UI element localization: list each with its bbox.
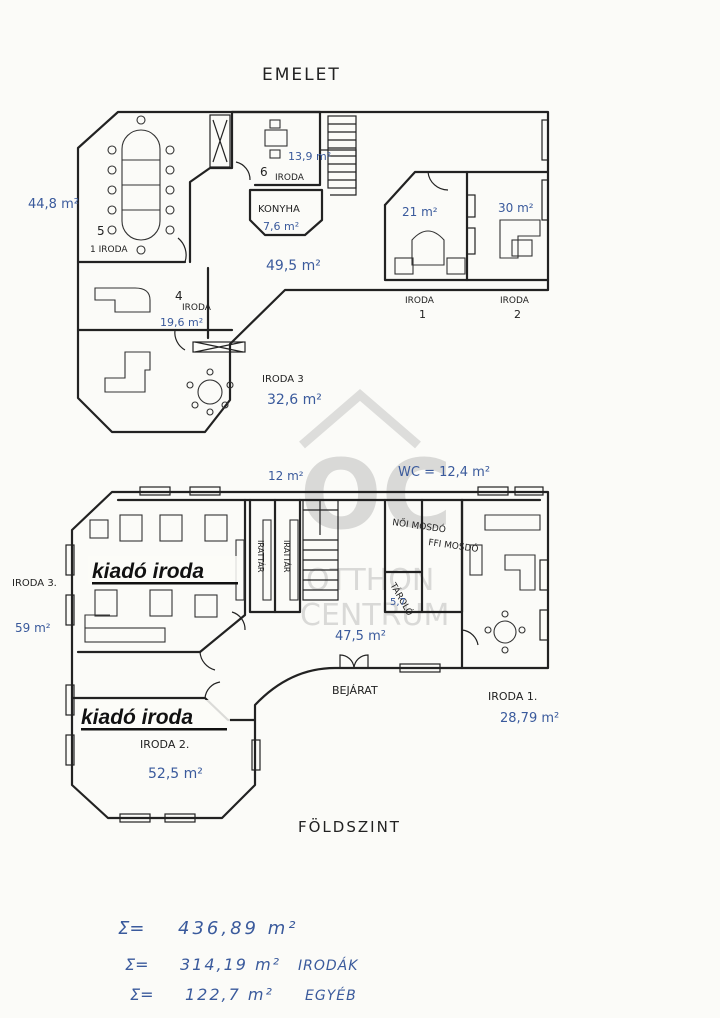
ground-floor-furniture (84, 514, 541, 699)
upper-room-6: 6 13,9 m² IRODA (260, 150, 331, 183)
room-area: 32,6 m² (267, 392, 322, 408)
otthon-centrum-watermark: OC OTTHON CENTRUM (299, 389, 452, 633)
ffi-mosdo-label: FFI MOSDÓ (428, 536, 480, 555)
upper-floor-title: EMELET (262, 65, 341, 85)
room-number: 4 (175, 289, 183, 303)
room-label: IRODA (182, 303, 212, 313)
ground-stairs (302, 499, 339, 601)
watermark-mark: OC (300, 439, 452, 551)
upper-floor-walls (76, 110, 550, 434)
total-symbol: Σ= (130, 985, 154, 1004)
room-number: 6 (260, 165, 268, 179)
room-area: 28,79 m² (500, 711, 559, 726)
ground-wc-area: WC = 12,4 m² (398, 465, 490, 480)
room-area: 19,6 m² (160, 316, 203, 329)
total-row: Σ= 122,7 m² EGYÉB (130, 985, 357, 1004)
room-label: KONYHA (258, 204, 300, 215)
upper-room-5: 5 1 IRODA 44,8 m² (28, 197, 128, 255)
area-totals: Σ= 436,89 m² Σ= 314,19 m² IRODÁK Σ= 122,… (118, 918, 359, 1004)
room-area: 30 m² (498, 201, 534, 215)
total-row: Σ= 436,89 m² (118, 918, 298, 939)
upper-room-2: 30 m² IRODA 2 (498, 201, 534, 321)
irattar-label-1: IRATTÁR (256, 540, 267, 573)
upper-room-3: IRODA 3 32,6 m² (262, 374, 322, 408)
room-number: 5 (97, 224, 105, 238)
ground-stair-area: 12 m² (268, 469, 304, 483)
room-label: IRODA 2. (140, 738, 189, 751)
room-label: IRODA 3. (12, 578, 57, 589)
room-label: IRODA (500, 296, 530, 306)
total-note: IRODÁK (298, 957, 359, 974)
ground-office-2: kiadó iroda IRODA 2. 52,5 m² (78, 700, 230, 782)
room-area: 59 m² (15, 621, 51, 635)
total-value: 122,7 m² (185, 985, 274, 1004)
upper-floor-furniture (94, 115, 541, 416)
room-area: 52,5 m² (148, 766, 203, 782)
room-label: IRODA 1. (488, 690, 537, 703)
ground-office-3: IRODA 3. 59 m² kiadó iroda (12, 556, 242, 635)
for-rent-callout: kiadó iroda (92, 560, 204, 583)
room-label: IRODA 3 (262, 374, 304, 385)
room-number: 2 (514, 308, 521, 321)
room-number: 1 (419, 308, 426, 321)
room-area: 13,9 m² (288, 150, 331, 163)
total-symbol: Σ= (118, 918, 144, 939)
total-value: 314,19 m² (180, 955, 281, 974)
entrance-label: BEJÁRAT (332, 684, 378, 697)
room-label: 1 IRODA (90, 245, 128, 255)
ground-hall-area: 47,5 m² (335, 629, 386, 644)
for-rent-callout: kiadó iroda (81, 706, 193, 729)
ground-floor-walls (65, 486, 550, 823)
irattar-label-2: IRATTÁR (282, 540, 293, 573)
upper-room-1: 21 m² IRODA 1 (402, 205, 438, 321)
room-area: 44,8 m² (28, 197, 79, 212)
tarolo-area: 5,7 (390, 597, 406, 608)
room-label: IRODA (275, 173, 305, 183)
watermark-line2: CENTRUM (300, 598, 449, 633)
ground-irattar: IRATTÁR IRATTÁR (256, 540, 293, 573)
room-area: 7,6 m² (263, 220, 299, 233)
upper-stairs (320, 115, 357, 196)
ground-office-1: IRODA 1. 28,79 m² (488, 690, 559, 726)
room-area: 21 m² (402, 205, 438, 219)
total-value: 436,89 m² (178, 918, 298, 939)
upper-hall-area: 49,5 m² (266, 258, 321, 274)
upper-room-4: 4 IRODA 19,6 m² (160, 289, 212, 329)
ground-floor-title: FÖLDSZINT (298, 817, 401, 836)
total-symbol: Σ= (125, 955, 149, 974)
upper-kitchen: KONYHA 7,6 m² (258, 204, 300, 233)
total-note: EGYÉB (305, 987, 357, 1004)
total-row: Σ= 314,19 m² IRODÁK (125, 955, 359, 974)
room-label: IRODA (405, 296, 435, 306)
